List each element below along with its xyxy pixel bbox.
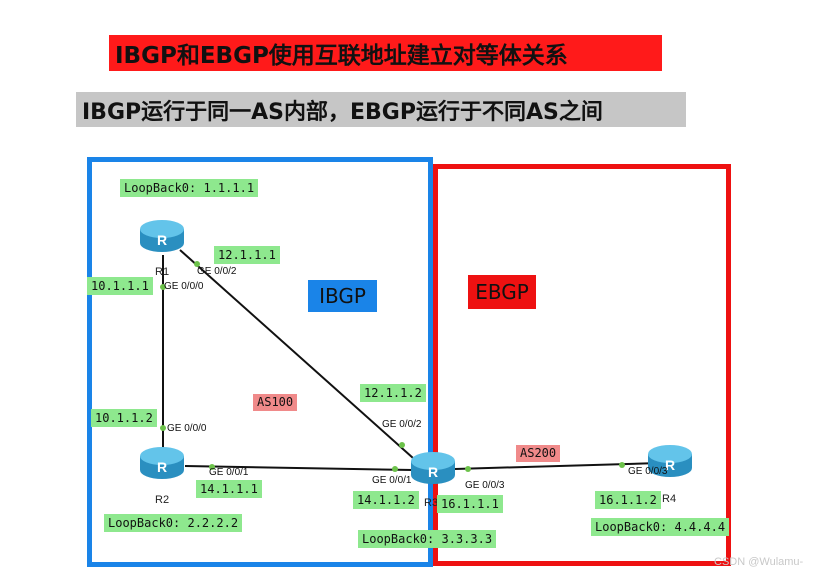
router-icon[interactable]: R: [645, 440, 695, 480]
port-label-r2-ge000: GE 0/0/0: [167, 423, 207, 434]
diagram-subtitle: IBGP运行于同一AS内部，EBGP运行于不同AS之间: [76, 92, 686, 127]
port-label-r3-ge002: GE 0/0/2: [382, 419, 422, 430]
svg-text:R: R: [157, 232, 167, 248]
port-label-r1-ge000: GE 0/0/0: [164, 281, 204, 292]
router-name-r2: R2: [155, 494, 170, 506]
port-dot-r1-ge002: [194, 261, 200, 267]
port-dot-r4-ge003: [619, 462, 625, 468]
port-dot-r2-ge001: [209, 464, 215, 470]
link-r3-r4: [454, 462, 661, 470]
router-name-r3: R3: [424, 497, 439, 509]
ebgp-zone-label: EBGP: [468, 275, 536, 309]
port-label-r1-ge002: GE 0/0/2: [197, 266, 237, 277]
router-icon[interactable]: R: [137, 215, 187, 255]
watermark: CSDN @Wulamu-: [714, 556, 804, 568]
ibgp-zone-label: IBGP: [308, 280, 377, 312]
ip-label-r1-ge002: 12.1.1.1: [214, 246, 280, 264]
loopback-label-r4: LoopBack0: 4.4.4.4: [591, 518, 730, 536]
link-r1-r3: [179, 249, 414, 459]
ip-label-r3-ge003: 16.1.1.1: [437, 495, 503, 513]
loopback-label-r2: LoopBack0: 2.2.2.2: [104, 514, 243, 532]
port-dot-r3-ge001: [392, 466, 398, 472]
port-dot-r1-ge000: [160, 284, 166, 290]
diagram-title: IBGP和EBGP使用互联地址建立对等体关系: [109, 35, 662, 71]
ip-label-r2-ge000: 10.1.1.2: [91, 409, 157, 427]
loopback-label-r3: LoopBack0: 3.3.3.3: [358, 530, 497, 548]
as-label-100: AS100: [253, 394, 298, 411]
router-icon[interactable]: R: [137, 442, 187, 482]
port-label-r3-ge001: GE 0/0/1: [372, 475, 412, 486]
port-label-r4-ge003: GE 0/0/3: [628, 466, 668, 477]
svg-text:R: R: [665, 457, 675, 473]
link-r2-r3: [184, 465, 414, 471]
router-icon[interactable]: R: [408, 447, 458, 487]
ibgp-zone: [87, 157, 433, 567]
svg-text:R: R: [428, 464, 438, 480]
router-name-r4: R4: [662, 493, 677, 505]
ebgp-zone: [433, 164, 731, 566]
as-label-200: AS200: [516, 445, 561, 462]
svg-text:R: R: [157, 459, 167, 475]
ip-label-r1-ge000: 10.1.1.1: [87, 277, 153, 295]
ip-label-r2-ge001: 14.1.1.1: [196, 480, 262, 498]
port-label-r3-ge003: GE 0/0/3: [465, 480, 505, 491]
router-name-r1: R1: [155, 266, 170, 278]
port-dot-r3-ge003: [465, 466, 471, 472]
ip-label-r3-ge001: 14.1.1.2: [353, 491, 419, 509]
ip-label-r4-ge003: 16.1.1.2: [595, 491, 661, 509]
port-label-r2-ge001: GE 0/0/1: [209, 467, 249, 478]
port-dot-r2-ge000: [160, 425, 166, 431]
ip-label-r3-ge002: 12.1.1.2: [360, 384, 426, 402]
port-dot-r3-ge002: [399, 442, 405, 448]
loopback-label-r1: LoopBack0: 1.1.1.1: [120, 179, 259, 197]
